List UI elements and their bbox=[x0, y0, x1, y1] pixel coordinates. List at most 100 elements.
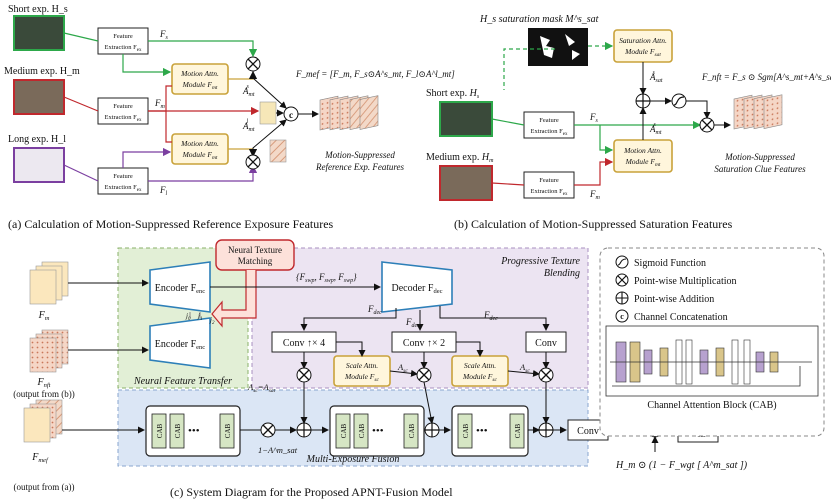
cab-block-label: CAB bbox=[358, 423, 366, 438]
concat-icon bbox=[615, 309, 629, 323]
panel-a: Short exp. H_s Medium exp. H_m Long exp.… bbox=[4, 4, 455, 231]
svg-text:Reference Exp. Features: Reference Exp. Features bbox=[315, 162, 405, 172]
svg-text:Amts: Amts bbox=[649, 122, 662, 136]
cab-block-label: CAB bbox=[224, 423, 232, 438]
svg-text:Extraction Fex: Extraction Fex bbox=[104, 44, 142, 53]
svg-text:Extraction Fex: Extraction Fex bbox=[530, 188, 568, 197]
svg-text:Feature: Feature bbox=[113, 33, 133, 40]
svg-text:Fl: Fl bbox=[159, 185, 168, 197]
residual-formula: H_m ⊙ (1 − F_wgt [ A^m_sat ]) bbox=[615, 460, 748, 471]
sigmoid-icon bbox=[615, 255, 629, 269]
svg-text:j0: j0 bbox=[185, 312, 191, 322]
caption-c: (c) System Diagram for the Proposed APNT… bbox=[170, 485, 453, 499]
svg-text:1−A^m_sat: 1−A^m_sat bbox=[258, 445, 298, 455]
cab-diagram bbox=[605, 325, 819, 397]
svg-text:Motion-Suppressed: Motion-Suppressed bbox=[724, 152, 795, 162]
input-short-label: Short exp. H_s bbox=[8, 4, 68, 15]
caption-a: (a) Calculation of Motion-Suppressed Ref… bbox=[8, 217, 334, 231]
svg-text:j1: j1 bbox=[197, 312, 202, 322]
cab-block-label: CAB bbox=[174, 423, 182, 438]
short-exposure-image bbox=[13, 15, 65, 51]
svg-text:Scale Attn.: Scale Attn. bbox=[346, 361, 378, 370]
cab-group-1 bbox=[145, 405, 241, 457]
svg-text:Extraction Fex: Extraction Fex bbox=[530, 128, 568, 137]
feature-block bbox=[269, 139, 287, 163]
svg-text:Channel Attention Block (CAB): Channel Attention Block (CAB) bbox=[647, 400, 776, 411]
svg-text:Fm: Fm bbox=[38, 310, 50, 322]
svg-text:Motion Attn.: Motion Attn. bbox=[623, 146, 662, 155]
svg-text:Fs: Fs bbox=[159, 29, 169, 41]
medium-exposure-image bbox=[13, 79, 65, 115]
encoder-top bbox=[149, 261, 211, 313]
cab-block-label: CAB bbox=[462, 423, 470, 438]
mef-label: Multi-Exposure Fusion bbox=[306, 454, 400, 465]
svg-text:Module Fmt: Module Fmt bbox=[182, 150, 218, 161]
legend-panel: Sigmoid Function Point-wise Multiplicati… bbox=[599, 247, 825, 437]
svg-text:Fm: Fm bbox=[154, 98, 166, 110]
panel-b: H_s saturation mask M^s_sat Saturation A… bbox=[426, 14, 831, 231]
fnft-formula: F_nft = F_s ⊙ Sgm[A^s_mt+A^s_sat] bbox=[701, 72, 831, 82]
svg-text:Conv: Conv bbox=[535, 338, 557, 349]
cab-block-label: CAB bbox=[408, 423, 416, 438]
cab-block bbox=[509, 413, 525, 449]
svg-text:Point-wise Multiplication: Point-wise Multiplication bbox=[634, 276, 737, 287]
svg-text:Module Fsc: Module Fsc bbox=[344, 372, 380, 383]
motion-attn-module-b bbox=[613, 139, 673, 173]
svg-text:Asc: Asc bbox=[519, 362, 530, 374]
ellipsis: ••• bbox=[372, 425, 384, 437]
svg-text:Asc: Asc bbox=[397, 362, 408, 374]
svg-text:Progressive Texture: Progressive Texture bbox=[500, 256, 580, 267]
caption-b: (b) Calculation of Motion-Suppressed Sat… bbox=[454, 217, 733, 231]
svg-text:Fnft: Fnft bbox=[37, 377, 51, 389]
cab-block bbox=[403, 413, 419, 449]
cab-block-label: CAB bbox=[514, 423, 522, 438]
cab-block bbox=[335, 413, 351, 449]
input-medium-label: Medium exp. H_m bbox=[4, 66, 80, 77]
svg-text:Motion Attn.: Motion Attn. bbox=[180, 69, 219, 78]
cab-block bbox=[457, 413, 473, 449]
medium-exposure-image-b bbox=[439, 165, 493, 201]
svg-text:Module Fmt: Module Fmt bbox=[182, 80, 218, 91]
svg-text:Channel Concatenation: Channel Concatenation bbox=[634, 312, 728, 323]
svg-text:Extraction Fex: Extraction Fex bbox=[104, 114, 142, 123]
svg-text:(output from (b)): (output from (b)) bbox=[13, 389, 74, 399]
svg-text:Short exp. Hs: Short exp. Hs bbox=[426, 88, 480, 100]
cab-block bbox=[353, 413, 369, 449]
svg-text:Extraction Fex: Extraction Fex bbox=[104, 184, 142, 193]
svg-text:Encoder Fenc: Encoder Fenc bbox=[155, 283, 206, 295]
svg-text:Feature: Feature bbox=[113, 103, 133, 110]
cab-skip-line bbox=[610, 361, 812, 387]
fmef-formula: F_mef = [F_m, F_s⊙A^s_mt, F_l⊙A^l_mt] bbox=[295, 69, 455, 79]
mask-label: H_s saturation mask M^s_sat bbox=[479, 14, 599, 25]
svg-text:Fmef: Fmef bbox=[31, 452, 49, 464]
svg-text:Conv ↑× 4: Conv ↑× 4 bbox=[283, 338, 325, 349]
svg-text:Encoder Fenc: Encoder Fenc bbox=[155, 339, 206, 351]
cab-block-label: CAB bbox=[156, 423, 164, 438]
input-long-label: Long exp. H_l bbox=[8, 134, 66, 145]
svg-text:Saturation Attn.: Saturation Attn. bbox=[619, 36, 667, 45]
saturation-mask-image bbox=[528, 28, 588, 66]
svg-text:Asats: Asats bbox=[649, 70, 663, 84]
cab-group-2 bbox=[329, 405, 425, 457]
svg-text:Motion-Suppressed: Motion-Suppressed bbox=[324, 150, 395, 160]
svg-text:Feature: Feature bbox=[113, 173, 133, 180]
svg-text:Conv: Conv bbox=[577, 426, 599, 437]
svg-text:Saturation Clue Features: Saturation Clue Features bbox=[714, 164, 806, 174]
svg-text:Amtl: Amtl bbox=[242, 119, 255, 133]
svg-text:Neural Texture: Neural Texture bbox=[228, 245, 282, 255]
svg-text:Conv ↑× 2: Conv ↑× 2 bbox=[403, 338, 445, 349]
svg-text:Module Fsc: Module Fsc bbox=[462, 372, 498, 383]
svg-text:Motion Attn.: Motion Attn. bbox=[180, 139, 219, 148]
svg-text:(output from (a)): (output from (a)) bbox=[14, 482, 75, 492]
svg-text:Blending: Blending bbox=[544, 268, 580, 279]
nft-label: Neural Feature Transfer bbox=[133, 376, 232, 387]
svg-text:Feature: Feature bbox=[539, 117, 559, 124]
svg-text:Amts: Amts bbox=[242, 84, 255, 98]
svg-text:Feature: Feature bbox=[539, 177, 559, 184]
svg-text:j2: j2 bbox=[209, 316, 215, 326]
svg-text:Fs: Fs bbox=[589, 112, 599, 124]
saturation-attn-module bbox=[613, 29, 673, 63]
short-exposure-image-b bbox=[439, 101, 493, 137]
svg-text:Module Fmt: Module Fmt bbox=[625, 157, 661, 168]
